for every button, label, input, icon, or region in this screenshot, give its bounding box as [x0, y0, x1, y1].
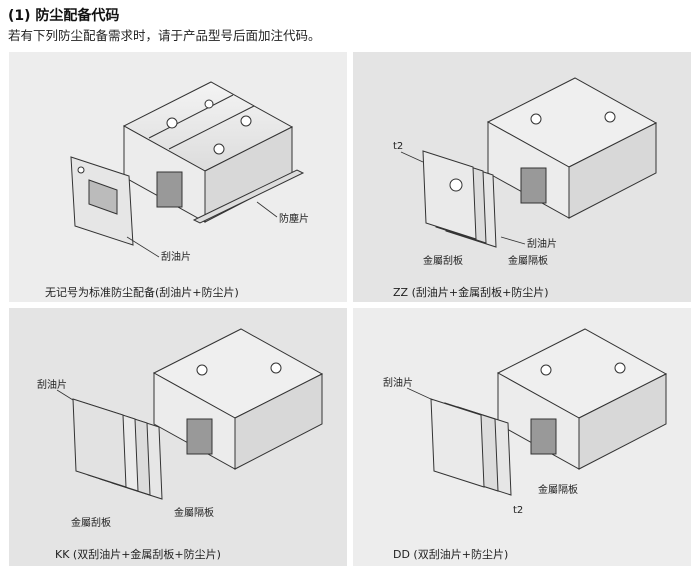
label-wiper: 刮油片 — [383, 376, 413, 389]
plate-stack — [430, 398, 512, 496]
caption-kk: KK (双刮油片+金属刮板+防尘片) — [55, 548, 221, 561]
section-title: (1) 防尘配备代码 — [8, 8, 120, 24]
label-t2: t2 — [513, 505, 523, 516]
wiper-plate — [70, 156, 134, 246]
caption-zz: ZZ (刮油片+金属刮板+防尘片) — [393, 286, 549, 299]
diagram-kk: 刮油片 金屬刮板 金屬隔板 — [37, 328, 324, 529]
block-illustration — [152, 328, 324, 470]
diagram-dd: 刮油片 金屬隔板 t2 — [383, 328, 668, 516]
label-spacer: 金屬隔板 — [174, 506, 214, 519]
block-illustration — [122, 81, 294, 223]
dust-strip — [192, 169, 305, 224]
label-t2: t2 — [393, 141, 403, 152]
plate-stack — [422, 150, 497, 248]
label-wiper: 刮油片 — [37, 378, 67, 391]
panel-kk: 刮油片 金屬刮板 金屬隔板 KK (双刮油片+金属刮板+防尘片) — [9, 308, 347, 566]
label-spacer: 金屬隔板 — [508, 254, 548, 267]
block-illustration — [496, 328, 668, 470]
diagram-standard: 刮油片 防塵片 — [70, 81, 309, 263]
label-dust: 防塵片 — [279, 212, 309, 225]
caption-standard: 无记号为标准防尘配备(刮油片+防尘片) — [45, 286, 239, 299]
panel-dd: 刮油片 金屬隔板 t2 DD (双刮油片+防尘片) — [353, 308, 691, 566]
label-scraper: 金屬刮板 — [423, 254, 463, 267]
panel-standard: 刮油片 防塵片 无记号为标准防尘配备(刮油片+防尘片) — [9, 52, 347, 302]
label-wiper: 刮油片 — [527, 237, 557, 250]
label-spacer: 金屬隔板 — [538, 483, 578, 496]
diagram-zz: t2 刮油片 金屬刮板 金屬隔板 — [393, 77, 658, 267]
block-illustration — [486, 77, 658, 219]
label-scraper: 金屬刮板 — [71, 516, 111, 529]
label-wiper: 刮油片 — [161, 250, 191, 263]
plate-stack — [72, 398, 163, 500]
panel-zz: t2 刮油片 金屬刮板 金屬隔板 ZZ (刮油片+金属刮板+防尘片) — [353, 52, 691, 302]
caption-dd: DD (双刮油片+防尘片) — [393, 548, 509, 561]
section-subtitle: 若有下列防尘配备需求时，请于产品型号后面加注代码。 — [8, 28, 321, 43]
